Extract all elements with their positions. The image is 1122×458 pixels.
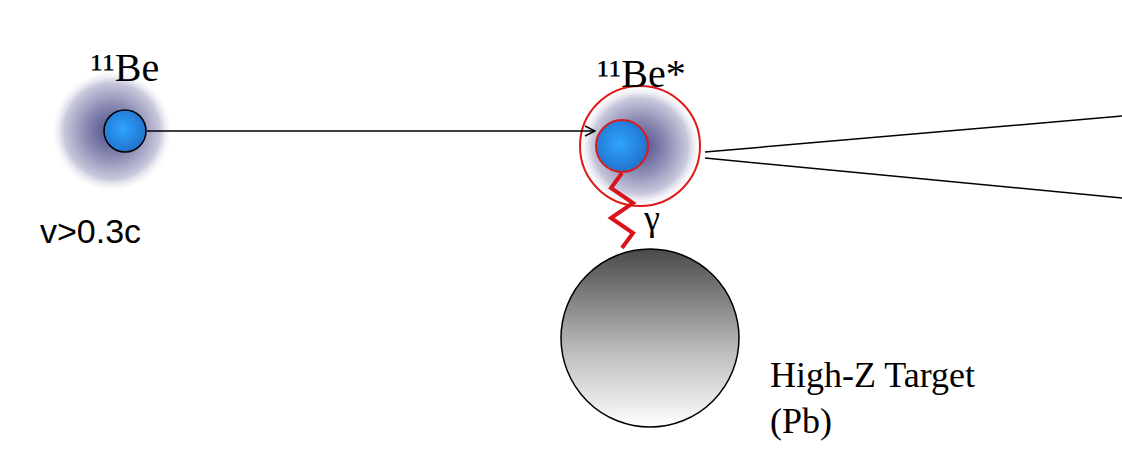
nucleus-label: ¹¹Be: [91, 45, 159, 91]
breakup-cone: [705, 116, 1122, 152]
photon-exchange: [611, 173, 633, 248]
photon-label: γ: [644, 197, 660, 239]
node-shape: [560, 248, 740, 428]
nucleus-label: ¹¹Be*: [597, 51, 685, 97]
velocity-label: v>0.3c: [40, 212, 141, 251]
breakup-cone: [705, 158, 1122, 198]
target-label: High-Z Target (Pb): [770, 352, 1010, 444]
nucleus: ¹¹Be: [103, 109, 147, 153]
nucleus-core: [104, 110, 146, 152]
excited-halo: [580, 86, 700, 206]
node-shape: [103, 109, 147, 153]
beam-arrow: [147, 130, 595, 132]
target-nucleus: High-Z Target (Pb): [560, 248, 740, 428]
node-shape: [595, 119, 649, 173]
nucleus: ¹¹Be*: [595, 119, 649, 173]
lead-target: [561, 249, 739, 427]
nucleus-core: [596, 120, 648, 172]
